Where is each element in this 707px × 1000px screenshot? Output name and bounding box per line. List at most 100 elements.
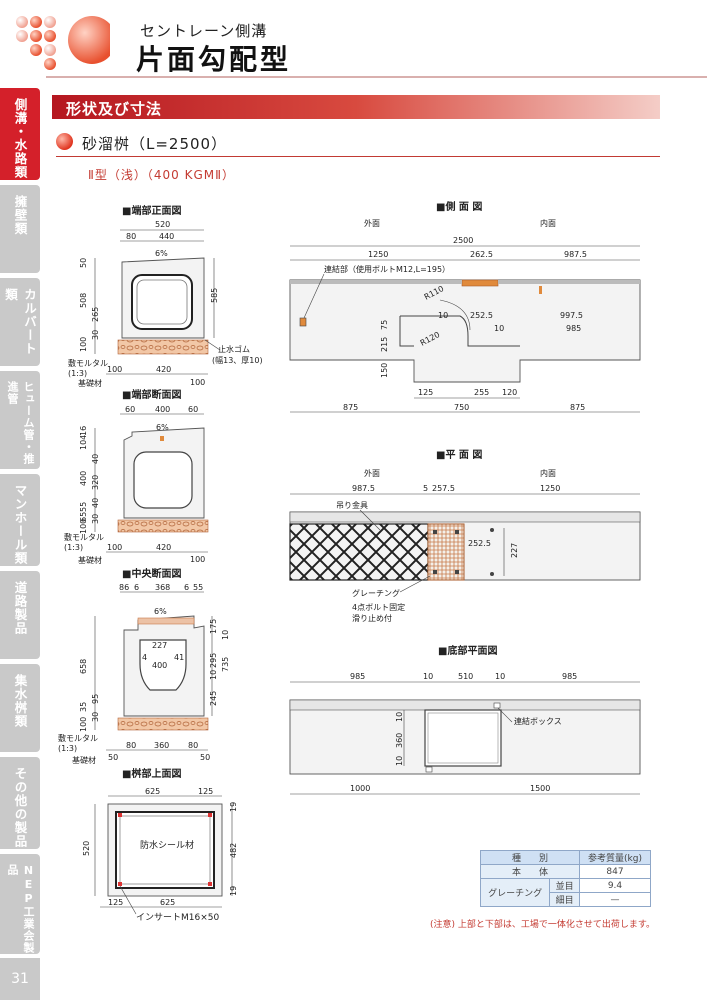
end-section-title: ■端部断面図 <box>122 388 181 401</box>
dim-label: 100 <box>190 378 205 387</box>
dim-label: 30 <box>91 330 100 340</box>
insert-label: インサートM16×50 <box>136 912 219 923</box>
dim-label: 985 <box>562 672 577 681</box>
dim-label: 625 <box>160 898 175 907</box>
dim-label: 125 <box>418 388 433 397</box>
dim-label: 100 <box>107 543 122 552</box>
nav-tab-label: マンホール類 <box>12 484 28 565</box>
company-logo-icon <box>16 16 110 70</box>
dim-label: 265 <box>91 307 100 322</box>
dim-label: 100 <box>190 555 205 564</box>
outer-label: 外面 <box>364 218 380 228</box>
waterstop-label: 止水ゴム <box>218 344 250 354</box>
dim-label: 735 <box>221 657 230 672</box>
dim-label: 1250 <box>368 250 388 259</box>
dim-label: 400 <box>155 405 170 414</box>
mortar-label: 敷モルタル <box>68 358 108 368</box>
grating-section <box>137 617 195 625</box>
subtitle-divider <box>56 156 660 157</box>
bolt-label: 連結部（使用ボルトM12,L=195） <box>324 264 450 274</box>
center-section-title: ■中央断面図 <box>122 567 181 580</box>
dim-label: 10 <box>495 672 505 681</box>
bottom-opening <box>424 709 502 767</box>
dim-label: 255 <box>474 388 489 397</box>
dim-label: 10 <box>438 311 448 320</box>
nav-tab-culvert[interactable]: カルバート類 <box>0 278 40 366</box>
dim-label: 508 <box>79 293 88 308</box>
dim-label: 104 <box>79 435 88 450</box>
dim-label: 482 <box>229 843 238 858</box>
page-number: 31 <box>0 958 40 1000</box>
dim-label: 420 <box>156 365 171 374</box>
slope-label: 6% <box>154 607 167 616</box>
end-front-title: ■端部正面図 <box>122 204 181 217</box>
nav-tab-other-products[interactable]: その他の製品 <box>0 757 40 849</box>
dim-label: 985 <box>350 672 365 681</box>
dim-label: 100 <box>107 365 122 374</box>
dim-label: 658 <box>79 659 88 674</box>
outer-label: 外面 <box>364 468 380 478</box>
dim-label: 41 <box>174 653 184 662</box>
dim-label: 875 <box>343 403 358 412</box>
dim-label: 295 <box>209 653 218 668</box>
side-navigation: 側溝・水路類 擁壁類 カルバート類 ヒューム管・推進管 マンホール類 道路製品 … <box>0 88 40 1000</box>
nav-tab-label: 側溝・水路類 <box>12 98 28 179</box>
mortar-label: 敷モルタル <box>58 733 98 743</box>
table-row-fine-value: — <box>579 892 651 907</box>
dim-label: 1000 <box>350 784 370 793</box>
nav-tab-label: 道路製品 <box>12 581 28 635</box>
dim-label: 400 <box>152 661 167 670</box>
nav-tab-nep-products[interactable]: NEP工業会製品 <box>0 854 40 954</box>
waterproof-seal <box>115 811 215 889</box>
dim-label: 19 <box>229 886 238 896</box>
section-subtitle: 砂溜桝（L=2500） <box>82 135 228 153</box>
dim-label: 750 <box>454 403 469 412</box>
dim-label: 520 <box>82 841 91 856</box>
dim-label: 227 <box>152 641 167 650</box>
dim-label: 252.5 <box>470 311 493 320</box>
dim-label: 175 <box>209 619 218 634</box>
base-label: 基礎材 <box>78 378 102 388</box>
dim-label: 262.5 <box>470 250 493 259</box>
weight-table: 種 別 参考質量(kg) 本 体 847 グレーチング 並目 9.4 細目 — <box>479 850 651 907</box>
dim-label: 625 <box>145 787 160 796</box>
dim-label: 65 <box>79 512 88 522</box>
dim-label: 245 <box>209 691 218 706</box>
dim-label: 2500 <box>453 236 473 245</box>
nav-tab-retaining-wall[interactable]: 擁壁類 <box>0 185 40 273</box>
base-material <box>117 717 209 731</box>
nav-tab-label: カルバート類 <box>3 288 37 356</box>
section-bar <box>52 95 660 119</box>
dim-label: 60 <box>125 405 135 414</box>
dim-label: 16 <box>79 426 88 436</box>
nav-tab-manhole[interactable]: マンホール類 <box>0 474 40 566</box>
dim-label: 252.5 <box>468 539 491 548</box>
table-row-grating-label: グレーチング <box>479 878 551 907</box>
dim-label: 80 <box>126 232 136 241</box>
dim-label: 360 <box>395 733 404 748</box>
shipping-note: (注意) 上部と下部は、工場で一体化させて出荷します。 <box>430 920 655 930</box>
nav-tab-gutter[interactable]: 側溝・水路類 <box>0 88 40 180</box>
dim-label: 6 <box>184 583 189 592</box>
waterstop-size-label: (幅13、厚10) <box>212 355 263 365</box>
dim-label: 4 <box>142 653 147 662</box>
dim-label: 125 <box>198 787 213 796</box>
dim-label: 55 <box>193 583 203 592</box>
bolt-fix-label: 4点ボルト固定 <box>352 602 405 612</box>
nav-tab-catch-basin[interactable]: 集水桝類 <box>0 664 40 752</box>
dim-label: 215 <box>380 337 389 352</box>
dim-label: 360 <box>154 741 169 750</box>
nav-tab-hume-pipe[interactable]: ヒューム管・推進管 <box>0 371 40 469</box>
dim-label: 30 <box>91 712 100 722</box>
dim-label: 86 <box>119 583 129 592</box>
dim-label: 985 <box>566 324 581 333</box>
base-label: 基礎材 <box>72 755 96 765</box>
dim-label: 35 <box>79 702 88 712</box>
dim-label: 520 <box>155 220 170 229</box>
header-subtitle: セントレーン側溝 <box>140 22 268 40</box>
nav-tab-label: その他の製品 <box>12 767 28 848</box>
nav-tab-road-products[interactable]: 道路製品 <box>0 571 40 659</box>
bullet-icon <box>56 133 73 150</box>
table-row-coarse-label: 並目 <box>549 878 580 893</box>
lattice-lid <box>289 523 429 581</box>
